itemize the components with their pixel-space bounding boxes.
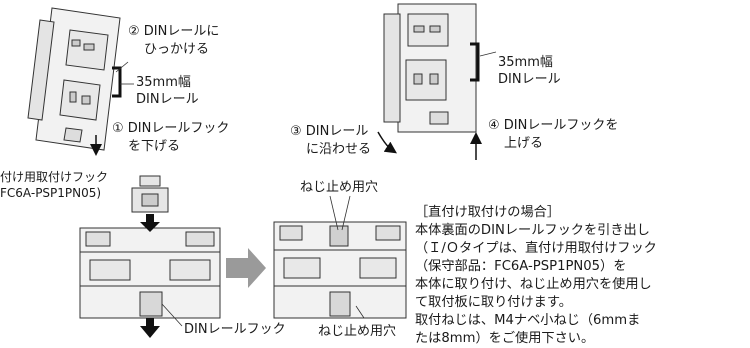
step4-label-2: 上げる [504, 136, 544, 151]
rail-label-2a: 35mm幅 [498, 55, 553, 70]
step2-label: ② DINレールに [128, 24, 220, 39]
note-line: 取付ねじは、M4ナベ小ねじ（6mmま [415, 313, 641, 328]
mounting-hook-illustration [131, 175, 169, 213]
arrow-hook-insert [140, 214, 160, 232]
screw-hole-bottom-label: ねじ止め用穴 [318, 324, 397, 339]
note-line: たは8mm）をご使用下さい。 [415, 331, 595, 346]
note-title: ［直付け取付けの場合］ [415, 205, 561, 220]
rail-label-1a: 35mm幅 [136, 75, 191, 90]
screw-hole-top-label: ねじ止め用穴 [300, 180, 379, 195]
hook-label: 付け用取付けフック [0, 170, 109, 184]
direct-mount-note: ［直付け取付けの場合］ 本体裏面のDINレールフックを引き出し （Ｉ/Ｏタイプは… [415, 204, 750, 348]
note-line: て取付板に取り付けます。 [415, 295, 572, 310]
module-before-illustration [79, 227, 221, 319]
note-line: 本体裏面のDINレールフックを引き出し [415, 223, 650, 238]
step3-label: ③ DINレール [290, 124, 369, 139]
step1-label-2: を下げる [128, 139, 181, 154]
din-rail-1 [112, 66, 122, 98]
note-line: （Ｉ/Ｏタイプは、直付け用取付けフック [415, 241, 657, 256]
rail-label-1b: DINレール [136, 92, 199, 107]
step1-label: ① DINレールフック [112, 121, 230, 136]
note-line: 本体に取り付け、ねじ止め用穴を使用し [415, 277, 652, 292]
device-tilted-illustration [27, 7, 121, 151]
step4-label: ④ DINレールフックを [488, 118, 619, 133]
rail-label-2b: DINレール [498, 72, 561, 87]
transition-arrow [226, 248, 266, 288]
step3-label-2: に沿わせる [306, 142, 372, 157]
arrow-hook-pull [140, 318, 160, 338]
device-mounted-illustration [383, 3, 477, 133]
module-after-illustration [273, 221, 407, 319]
step2-label-2: ひっかける [144, 42, 210, 57]
rail-hook-label: DINレールフック [184, 322, 286, 337]
arrow-along-rail [377, 131, 397, 154]
note-line: （保守部品：FC6A-PSP1PN05）を [415, 259, 627, 274]
din-rail-2 [470, 42, 480, 82]
hook-label-2: FC6A-PSP1PN05) [0, 186, 102, 200]
